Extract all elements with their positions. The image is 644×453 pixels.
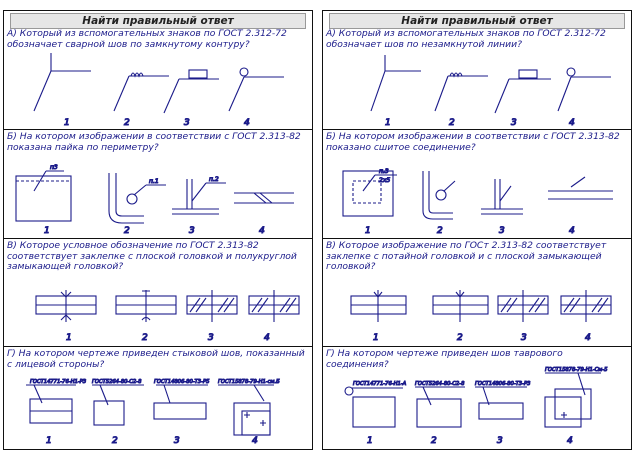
- answer-number: 2: [112, 436, 118, 446]
- answer-number: 2: [124, 226, 130, 236]
- weld-symbol-3: [494, 69, 551, 114]
- rivet-drawing-1: [350, 290, 407, 322]
- rivet-drawing-4: [560, 290, 612, 322]
- answer-number: 4: [252, 436, 258, 446]
- answer-number: 1: [385, 118, 391, 128]
- answer-number: 1: [64, 118, 70, 128]
- mark-label: п.1: [149, 178, 159, 185]
- tee-weld-drawing-1: [344, 386, 403, 428]
- answer-number: 3: [208, 333, 214, 343]
- weld-standard: ГОСТ14806-80-Т3-Р5: [154, 379, 210, 385]
- mark-label: 2х5: [379, 177, 390, 184]
- tee-weld-drawing-2: [415, 386, 465, 428]
- answer-number: 4: [244, 118, 250, 128]
- tee-weld-drawing-4: [544, 372, 601, 428]
- answer-number: 3: [511, 118, 517, 128]
- answer-number: 2: [437, 226, 443, 236]
- answer-number: 2: [457, 333, 463, 343]
- section-divider: [323, 129, 631, 130]
- answer-number: 1: [46, 436, 52, 446]
- mark-label: п3: [50, 164, 58, 171]
- rivet-drawing-3: [497, 290, 549, 322]
- section-divider: [323, 238, 631, 239]
- solder-drawing-3: п.2: [172, 175, 226, 215]
- answer-number: 2: [124, 118, 130, 128]
- butt-weld-drawing-3: [153, 384, 208, 420]
- answer-number: 4: [569, 118, 575, 128]
- answer-number: 4: [569, 226, 575, 236]
- weld-symbol-2: [113, 72, 169, 112]
- weld-symbol-3: [163, 69, 219, 114]
- section-divider: [323, 346, 631, 347]
- answer-number: 3: [521, 333, 527, 343]
- mark-label: п.2: [209, 176, 219, 183]
- weld-symbol-1: [370, 55, 421, 112]
- weld-symbol-1: [33, 53, 91, 112]
- section-divider: [4, 129, 312, 130]
- butt-weld-drawing-4: [218, 384, 274, 436]
- answer-number: 3: [497, 436, 503, 446]
- section-divider: [4, 346, 312, 347]
- answer-number: 1: [66, 333, 72, 343]
- tee-weld-drawing-3: [475, 386, 527, 420]
- answer-number: 2: [449, 118, 455, 128]
- question-v: В) Которое условное обозначение по ГОСТ …: [7, 240, 297, 272]
- stitch-drawing-1: п.3 2х5: [342, 167, 397, 217]
- question-v: В) Которое изображение по ГОСт 2.313-82 …: [326, 240, 607, 272]
- answer-number: 4: [585, 333, 591, 343]
- stitch-drawing-2: [422, 171, 456, 220]
- rivet-drawing-3: [186, 290, 238, 322]
- answer-number: 2: [142, 333, 148, 343]
- answer-number: 3: [499, 226, 505, 236]
- left-drawings: 1 2 3 4 п3 п.1 п.2 1 2 3 4: [15, 53, 300, 447]
- left-quiz-card: Найти правильный ответ А) Который из всп…: [3, 10, 313, 450]
- rivet-drawing-1: [35, 290, 97, 322]
- card-title: Найти правильный ответ: [329, 13, 625, 29]
- question-b: Б) На котором изображении в соответствии…: [7, 131, 301, 153]
- answer-number: 3: [189, 226, 195, 236]
- rivet-drawing-2: [432, 290, 489, 322]
- rivet-drawing-4: [248, 290, 300, 322]
- right-quiz-card: Найти правильный ответ А) Который из всп…: [322, 10, 632, 450]
- stitch-drawing-4: [548, 176, 613, 200]
- solder-drawing-2: п.1: [108, 173, 166, 224]
- answer-number: 1: [373, 333, 379, 343]
- answer-number: 1: [365, 226, 371, 236]
- answer-number: 2: [431, 436, 437, 446]
- answer-number: 3: [174, 436, 180, 446]
- solder-drawing-4: [234, 192, 294, 204]
- answer-number: 3: [184, 118, 190, 128]
- weld-standard: ГОСТ14771-76-Н1-А: [353, 381, 407, 387]
- rivet-drawing-2: [115, 290, 177, 322]
- question-g: Г) На котором чертеже приведен стыковой …: [7, 348, 305, 370]
- section-divider: [4, 238, 312, 239]
- weld-standard: ГОСТ5264-80-С2-8: [415, 381, 465, 387]
- answer-number: 1: [367, 436, 373, 446]
- question-a: А) Который из вспомогательных знаков по …: [7, 28, 287, 50]
- weld-standard: ГОСТ15878-79-Н1-см.Б: [218, 379, 280, 385]
- stitch-drawing-3: [481, 179, 523, 215]
- weld-standard: ГОСТ14806-80-Т3-Р3: [475, 381, 530, 387]
- weld-symbol-4: [557, 67, 611, 112]
- question-a: А) Который из вспомогательных знаков по …: [326, 28, 606, 50]
- answer-number: 4: [264, 333, 270, 343]
- solder-drawing-1: п3: [15, 163, 72, 222]
- card-title: Найти правильный ответ: [10, 13, 306, 29]
- weld-standard: ГОСТ5264-80-С2-8: [92, 379, 142, 385]
- weld-standard: ГОСТ14771-76-Н1-РЗ: [30, 379, 87, 385]
- mark-label: п.3: [379, 168, 389, 175]
- weld-symbol-2: [434, 72, 488, 112]
- answer-number: 4: [567, 436, 573, 446]
- question-b: Б) На котором изображении в соответствии…: [326, 131, 620, 153]
- answer-number: 1: [44, 226, 50, 236]
- question-g: Г) На котором чертеже приведен шов тавро…: [326, 348, 563, 370]
- answer-number: 4: [259, 226, 265, 236]
- right-drawings: 1 2 3 4 п.3 2х5 1 2 3 4: [342, 55, 613, 447]
- butt-weld-drawing-2: [92, 384, 144, 426]
- weld-symbol-4: [228, 67, 284, 112]
- butt-weld-drawing-1: [26, 384, 76, 424]
